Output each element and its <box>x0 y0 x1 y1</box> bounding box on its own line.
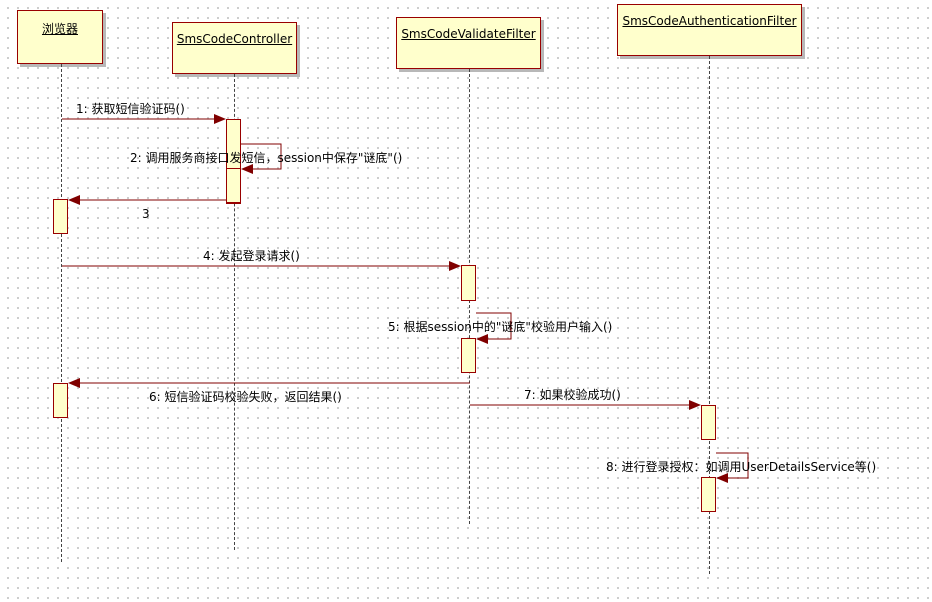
activation-auth-2 <box>701 477 716 512</box>
participant-smscodecontroller[interactable]: SmsCodeController <box>172 22 297 74</box>
arrow-message-2-self <box>241 143 282 174</box>
participant-controller-label: SmsCodeController <box>176 32 293 46</box>
lifeline-auth-filter <box>709 56 710 574</box>
message-4-label: 4: 发起登录请求() <box>203 249 300 263</box>
message-1-label: 1: 获取短信验证码() <box>76 102 185 116</box>
activation-validate-1 <box>461 265 476 301</box>
activation-validate-2 <box>461 338 476 373</box>
message-2-label: 2: 调用服务商接口发短信，session中保存"谜底"() <box>130 151 403 165</box>
message-8-label: 8: 进行登录授权：如调用UserDetailsService等() <box>606 460 877 474</box>
activation-browser-2 <box>53 383 68 418</box>
activation-browser-1 <box>53 199 68 234</box>
participant-smscodevalidatefilter[interactable]: SmsCodeValidateFilter <box>396 17 541 69</box>
lifeline-browser <box>61 64 62 562</box>
message-7-label: 7: 如果校验成功() <box>524 388 621 402</box>
participant-smscodeauthenticationfilter[interactable]: SmsCodeAuthenticationFilter <box>617 4 802 56</box>
participant-validate-filter-label: SmsCodeValidateFilter <box>401 27 536 41</box>
message-3-label: 3 <box>142 207 150 221</box>
arrow-message-5-self <box>476 312 512 344</box>
activation-auth-1 <box>701 405 716 440</box>
participant-browser-label: 浏览器 <box>41 22 78 36</box>
message-6-label: 6: 短信验证码校验失败，返回结果() <box>149 390 342 404</box>
message-5-label: 5: 根据session中的"谜底"校验用户输入() <box>388 320 613 334</box>
participant-auth-filter-label: SmsCodeAuthenticationFilter <box>622 14 797 28</box>
activation-controller-2 <box>226 168 241 203</box>
lifeline-controller <box>234 74 235 550</box>
participant-browser[interactable]: 浏览器 <box>17 10 103 64</box>
arrow-message-8-self <box>716 452 749 483</box>
